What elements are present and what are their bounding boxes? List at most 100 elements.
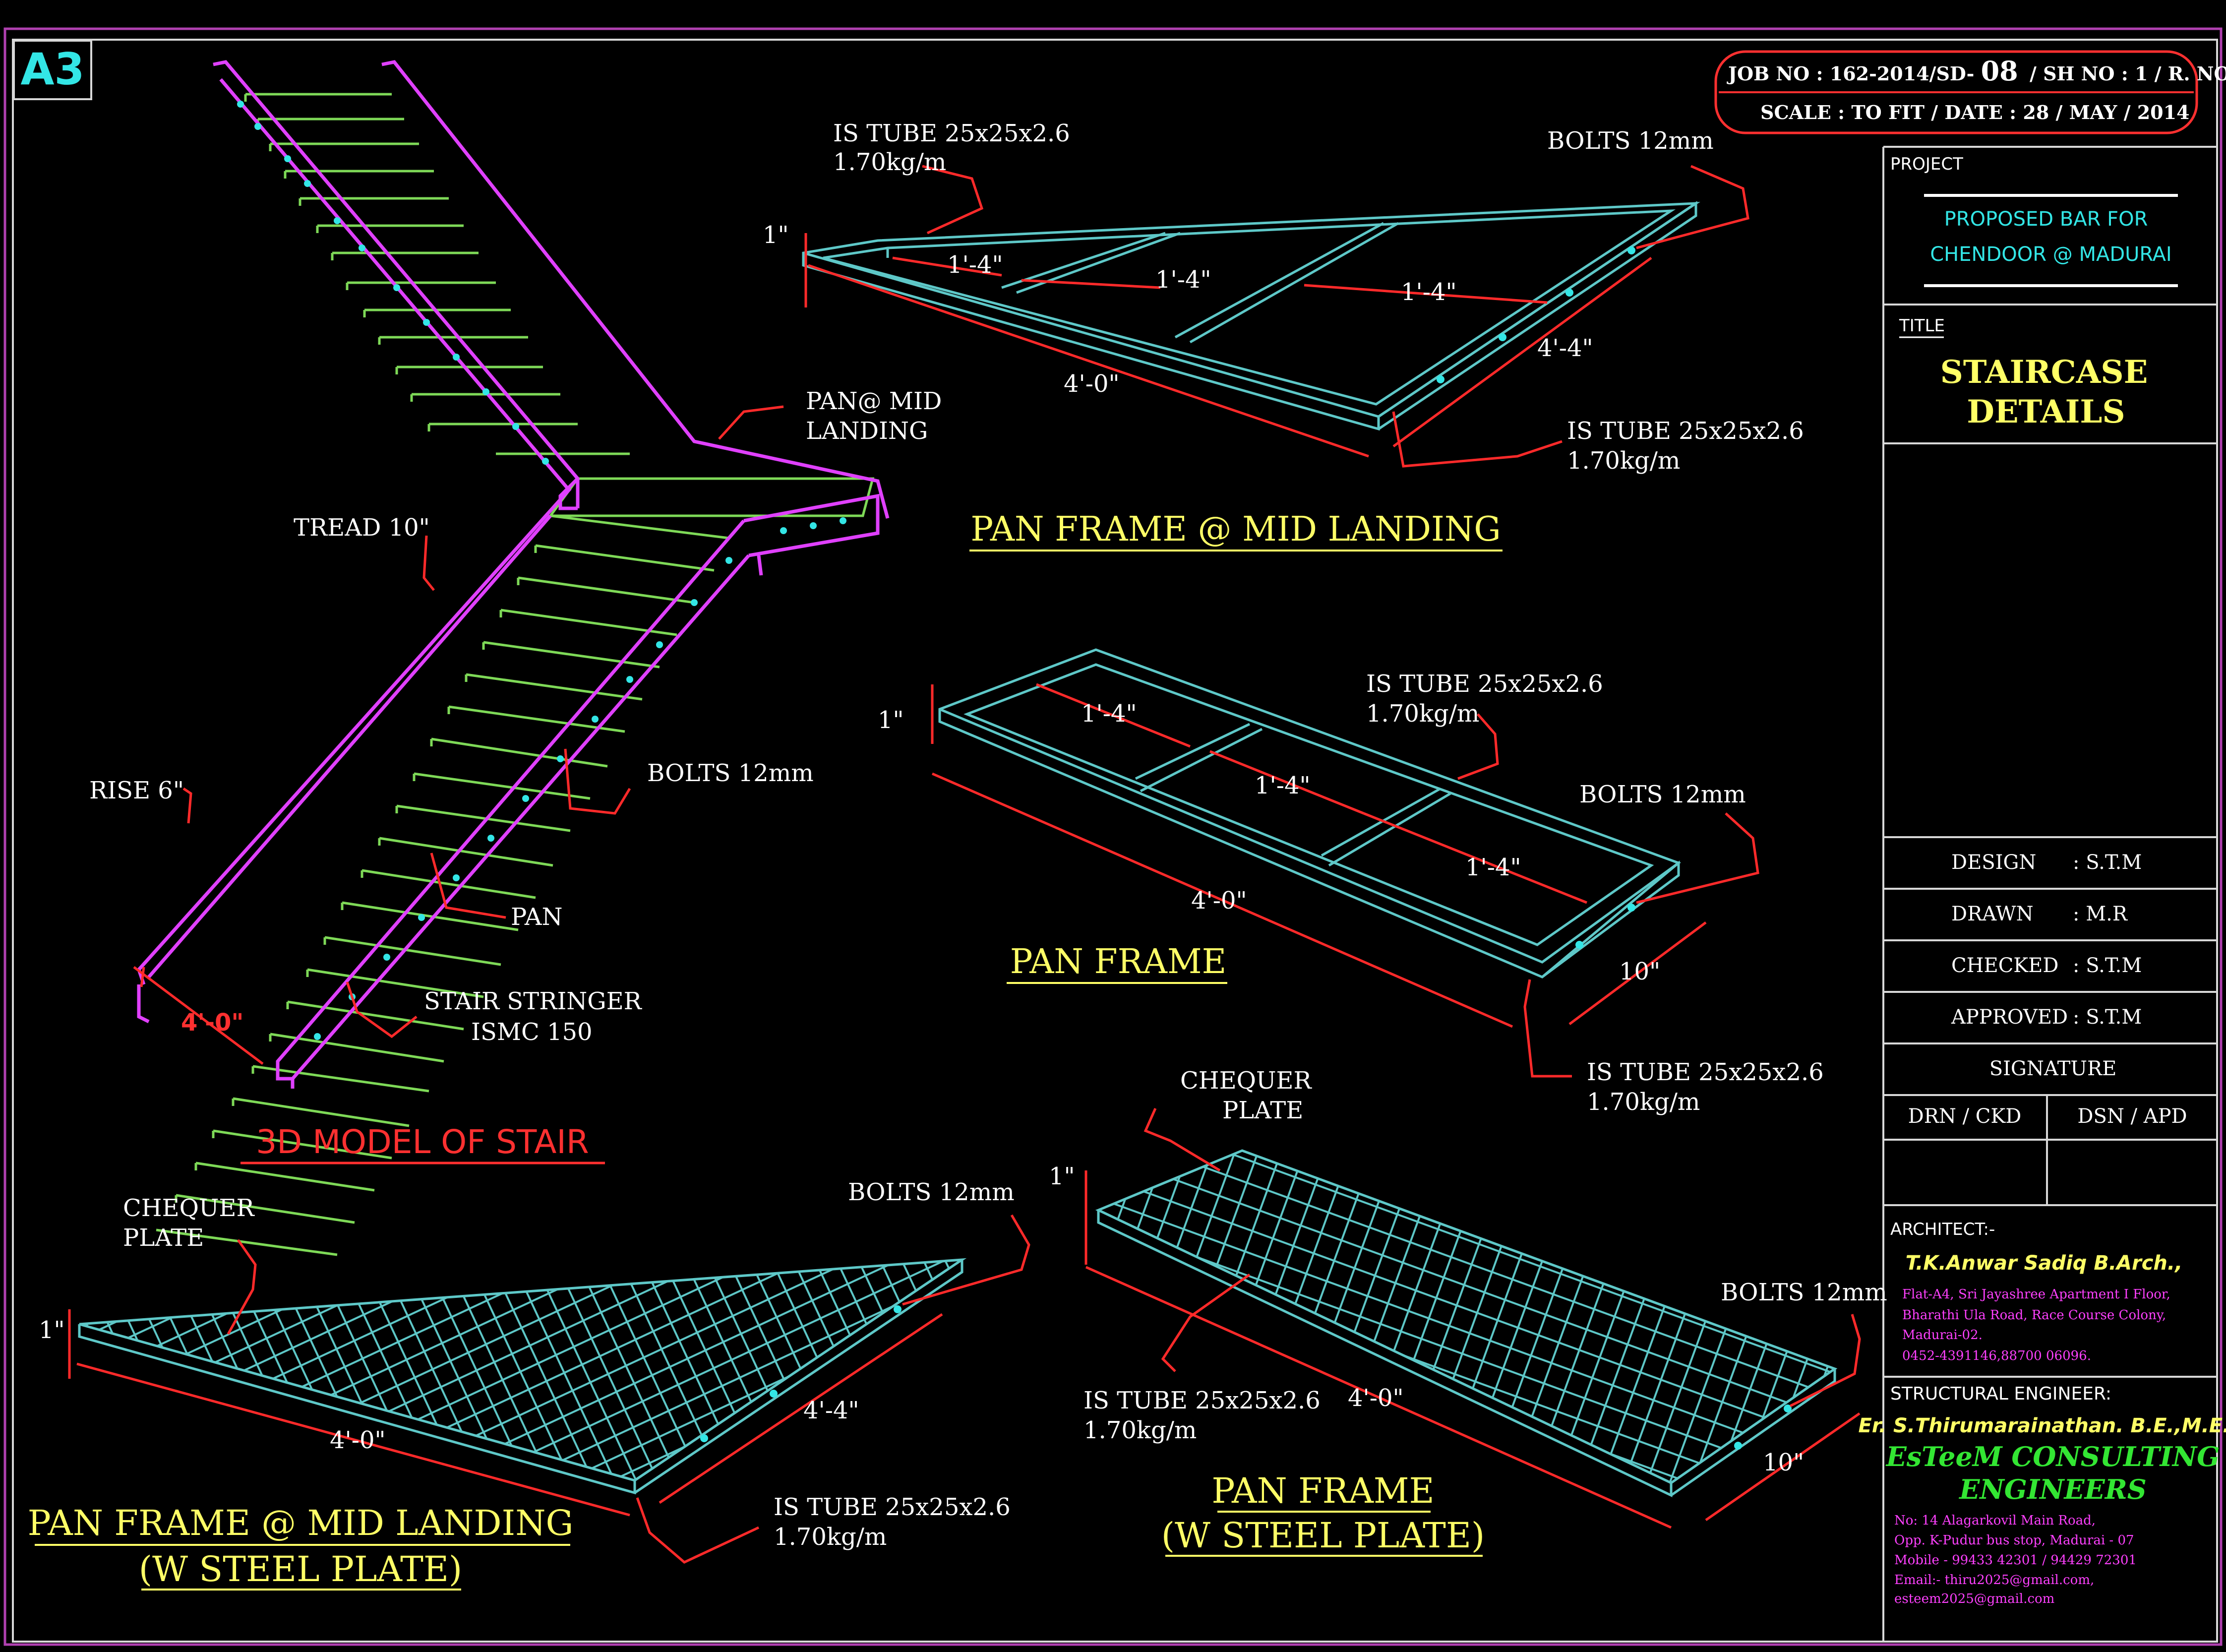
- upper-flight-treads: [244, 93, 630, 455]
- architect-name: T.K.Anwar Sadiq B.Arch.,: [1906, 1252, 2183, 1275]
- pan-frame-width-label: 10": [1619, 958, 1660, 985]
- dsn-apd-label: DSN / APD: [2077, 1105, 2187, 1128]
- stair-stringer: [137, 60, 890, 1089]
- pan-label: PAN: [511, 903, 563, 931]
- tread-label: TREAD 10": [294, 514, 430, 542]
- pan-mid-plate-tube-label: IS TUBE 25x25x2.6: [774, 1493, 1011, 1521]
- title-label: TITLE: [1899, 316, 1945, 336]
- stair-3d-model: TREAD 10" RISE 6" 4'-0" PAN@ MID LANDING…: [89, 60, 942, 1256]
- architect-label: ARCHITECT:-: [1890, 1220, 1995, 1239]
- pan-mid-plate-bolts-label: BOLTS 12mm: [848, 1178, 1015, 1206]
- firm-address-2: Opp. K-Pudur bus stop, Madurai - 07: [1894, 1533, 2134, 1548]
- job-number-line: JOB NO : 162-2014/SD- 08 / SH NO : 1 / R…: [1727, 55, 2226, 87]
- approved-label: APPROVED: [1951, 1006, 2068, 1029]
- architect-address-2: Bharathi Ula Road, Race Course Colony,: [1902, 1308, 2166, 1323]
- pan-mid-bolts-label: BOLTS 12mm: [1547, 127, 1714, 155]
- mid-landing: [548, 477, 875, 517]
- stair-bolts: [237, 101, 846, 1040]
- pan-mid-plate-dimensions: [68, 1214, 1030, 1564]
- checked-value: : S.T.M: [2073, 954, 2142, 977]
- pan-mid-plate-chequer-1: CHEQUER: [123, 1194, 255, 1222]
- pan-frame-bolts-label: BOLTS 12mm: [1579, 781, 1746, 808]
- pan-plate-bolts: [1734, 1405, 1792, 1450]
- firm-name-1: EsTeeM CONSULTING: [1885, 1441, 2220, 1472]
- pan-plate: CHEQUER PLATE 1" BOLTS 12mm IS TUBE 25x2…: [1049, 1067, 1887, 1557]
- sheet-size-label: A3: [20, 44, 84, 95]
- pan-plate-length-label: 4'-0": [1348, 1384, 1404, 1412]
- pan-mid-title: PAN FRAME @ MID LANDING: [970, 510, 1501, 549]
- pan-frame-length-label: 4'-0": [1191, 887, 1247, 915]
- sheet-outer-border: [3, 27, 2223, 1646]
- pan-plate-surface: [1098, 1151, 1835, 1483]
- pan-plate-depth-label: 1": [1049, 1163, 1075, 1190]
- pan-mid-dimensions: [804, 165, 1749, 468]
- job-scale-date: SCALE : TO FIT / DATE : 28 / MAY / 2014: [1760, 101, 2190, 123]
- pan-plate-width-label: 10": [1763, 1449, 1804, 1476]
- pan-frame: 1" 1'-4" 1'-4" 1'-4" IS TUBE 25x25x2.6 1…: [878, 648, 1824, 1116]
- pan-mid-plate-surface: [79, 1260, 962, 1480]
- checked-label: CHECKED: [1951, 954, 2058, 977]
- job-block: [1714, 50, 2198, 134]
- pan-mid-plate-side-label: 4'-4": [803, 1397, 859, 1424]
- drawn-label: DRAWN: [1951, 903, 2034, 925]
- stair-model-title: 3D MODEL OF STAIR: [256, 1123, 589, 1161]
- pan-plate-title-1: PAN FRAME: [1211, 1470, 1434, 1511]
- pan-mid-tube-label-2b: 1.70kg/m: [1567, 447, 1680, 475]
- project-line-2: CHENDOOR @ MADURAI: [1930, 243, 2171, 266]
- pan-mid-plate-tube-label-b: 1.70kg/m: [774, 1523, 887, 1551]
- title-line-2: DETAILS: [1967, 393, 2125, 430]
- pan-plate-tube-label: IS TUBE 25x25x2.6: [1083, 1387, 1321, 1414]
- pan-mid-depth-label: 1": [763, 221, 789, 249]
- pan-mid-plate-title-1: PAN FRAME @ MID LANDING: [28, 1503, 574, 1543]
- signature-label: SIGNATURE: [1989, 1057, 2117, 1080]
- firm-name-2: ENGINEERS: [1958, 1473, 2146, 1505]
- pan-mid-plate-length-label: 4'-0": [330, 1426, 386, 1454]
- firm-address-1: No: 14 Alagarkovil Main Road,: [1894, 1513, 2096, 1528]
- pan-mid-side-label: 4'-4": [1537, 334, 1593, 362]
- pan-frame-depth-label: 1": [878, 706, 904, 734]
- job-number-prefix: JOB NO : 162-2014/SD-: [1727, 62, 1974, 85]
- sheet-size-box: [13, 40, 92, 100]
- pan-frame-spacing-a: 1'-4": [1081, 700, 1137, 728]
- pan-plate-chequer-1: CHEQUER: [1180, 1067, 1312, 1095]
- pan-mid-plate-depth-label: 1": [39, 1316, 65, 1344]
- pan-frame-spacing-b: 1'-4": [1255, 772, 1311, 799]
- pan-frame-tube-label-1b: 1.70kg/m: [1366, 700, 1479, 728]
- pan-mid-landing-label-1: PAN@ MID: [806, 387, 942, 415]
- architect-address-1: Flat-A4, Sri Jayashree Apartment I Floor…: [1902, 1287, 2170, 1302]
- title-line-1: STAIRCASE: [1940, 354, 2148, 391]
- pan-mid-tube-label-1b: 1.70kg/m: [833, 148, 946, 176]
- pan-mid-plate-bolts: [700, 1305, 902, 1442]
- lower-flight-treads: [156, 514, 729, 1256]
- pan-plate-chequer-2: PLATE: [1222, 1097, 1303, 1124]
- stair-width-label: 4'-0": [181, 1009, 243, 1037]
- project-line-1: PROPOSED BAR FOR: [1944, 208, 2148, 231]
- pan-mid-spacing-a: 1'-4": [947, 251, 1003, 279]
- project-label: PROJECT: [1890, 154, 1963, 174]
- pan-mid-plate-chequer-2: PLATE: [123, 1224, 204, 1252]
- pan-plate-bolts-label: BOLTS 12mm: [1721, 1279, 1887, 1306]
- pan-frame-tube-label-2b: 1.70kg/m: [1587, 1088, 1700, 1116]
- engineer-label: STRUCTURAL ENGINEER:: [1890, 1384, 2111, 1404]
- engineer-name: Er. S.Thirumarainathan. B.E.,M.E.,: [1858, 1414, 2226, 1437]
- firm-address-5: esteem2025@gmail.com: [1894, 1591, 2054, 1606]
- pan-mid-spacing-c: 1'-4": [1401, 278, 1457, 306]
- architect-address-4: 0452-4391146,88700 06096.: [1902, 1348, 2091, 1363]
- pan-frame-spacing-c: 1'-4": [1465, 854, 1521, 881]
- pan-mid-spacing-b: 1'-4": [1155, 266, 1211, 294]
- stringer-label-1: STAIR STRINGER: [424, 987, 643, 1015]
- pan-frame-title: PAN FRAME: [1010, 942, 1227, 981]
- pan-frame-dimensions: [931, 683, 1759, 1078]
- pan-plate-title-2: (W STEEL PLATE): [1161, 1515, 1485, 1556]
- pan-frame-mid-landing: IS TUBE 25x25x2.6 1.70kg/m BOLTS 12mm 1"…: [763, 120, 1804, 551]
- rise-label: RISE 6": [89, 777, 184, 804]
- stair-leaders: [140, 405, 784, 1039]
- job-number-big: 08: [1981, 55, 2018, 87]
- pan-frame-tube-label-2: IS TUBE 25x25x2.6: [1587, 1058, 1824, 1086]
- pan-frame-tube-label-1: IS TUBE 25x25x2.6: [1366, 670, 1603, 698]
- stair-bolts-label: BOLTS 12mm: [647, 759, 814, 787]
- architect-address-3: Madurai-02.: [1902, 1328, 1983, 1343]
- stringer-label-2: ISMC 150: [471, 1018, 593, 1046]
- pan-mid-tube-label-2: IS TUBE 25x25x2.6: [1567, 417, 1804, 445]
